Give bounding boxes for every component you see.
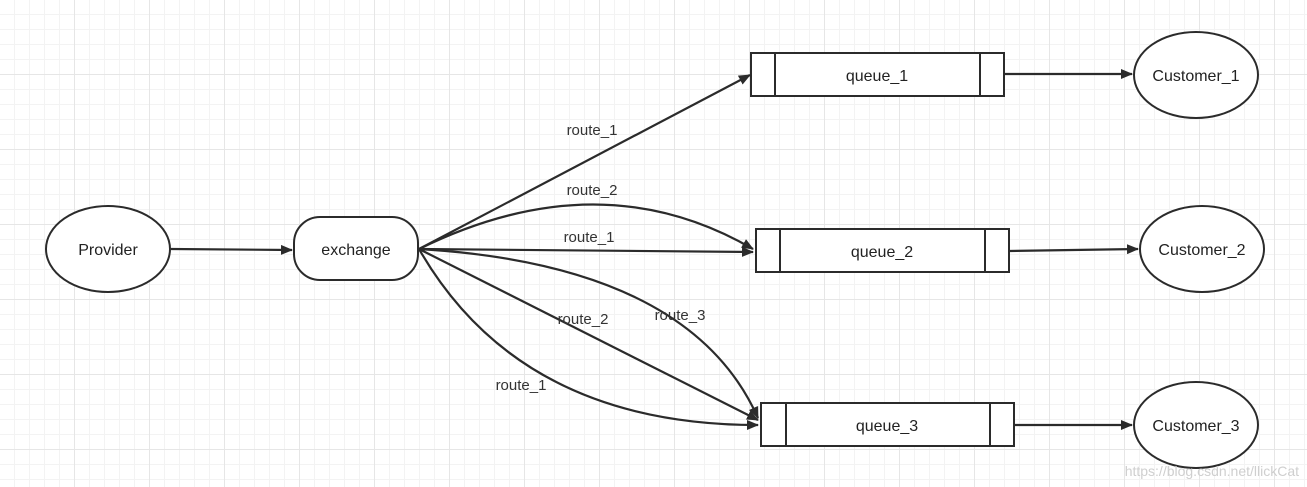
node-queue-3-label: queue_3 <box>856 418 918 435</box>
node-customer-2-label: Customer_2 <box>1158 242 1245 259</box>
edge-label-route1-queue2: route_1 <box>564 229 615 246</box>
edge-label-route3-queue3: route_3 <box>655 307 706 324</box>
node-queue-3[interactable]: queue_3 <box>760 402 1015 447</box>
edge-exchange-queue2-route2 <box>418 203 754 250</box>
edge-exchange-queue3-route3 <box>418 247 760 419</box>
watermark-text: https://blog.csdn.net/llickCat <box>1124 463 1299 479</box>
edge-exchange-queue3-route1 <box>418 248 759 430</box>
edge-exchange-queue2-route1 <box>418 246 754 257</box>
edge-queue2-customer2 <box>1008 244 1139 255</box>
node-provider-label: Provider <box>78 242 138 259</box>
node-exchange[interactable]: exchange <box>293 216 419 281</box>
node-customer-1[interactable]: Customer_1 <box>1133 31 1259 119</box>
node-customer-2[interactable]: Customer_2 <box>1139 205 1265 293</box>
node-exchange-label: exchange <box>321 242 390 259</box>
node-queue-2-label: queue_2 <box>851 244 913 261</box>
node-queue-1[interactable]: queue_1 <box>750 52 1005 97</box>
edge-exchange-queue1-route1 <box>418 74 751 250</box>
node-customer-3[interactable]: Customer_3 <box>1133 381 1259 469</box>
node-customer-1-label: Customer_1 <box>1152 68 1239 85</box>
edge-exchange-queue3-route2 <box>418 248 759 421</box>
edge-provider-exchange <box>170 244 293 255</box>
node-queue-1-label: queue_1 <box>846 68 908 85</box>
node-customer-3-label: Customer_3 <box>1152 418 1239 435</box>
node-queue-2[interactable]: queue_2 <box>755 228 1010 273</box>
edge-label-route1-queue3: route_1 <box>496 377 547 394</box>
edge-label-route1-queue1: route_1 <box>567 122 618 139</box>
edge-label-route2-queue2: route_2 <box>567 182 618 199</box>
node-provider[interactable]: Provider <box>45 205 171 293</box>
edge-label-route2-queue3: route_2 <box>558 311 609 328</box>
